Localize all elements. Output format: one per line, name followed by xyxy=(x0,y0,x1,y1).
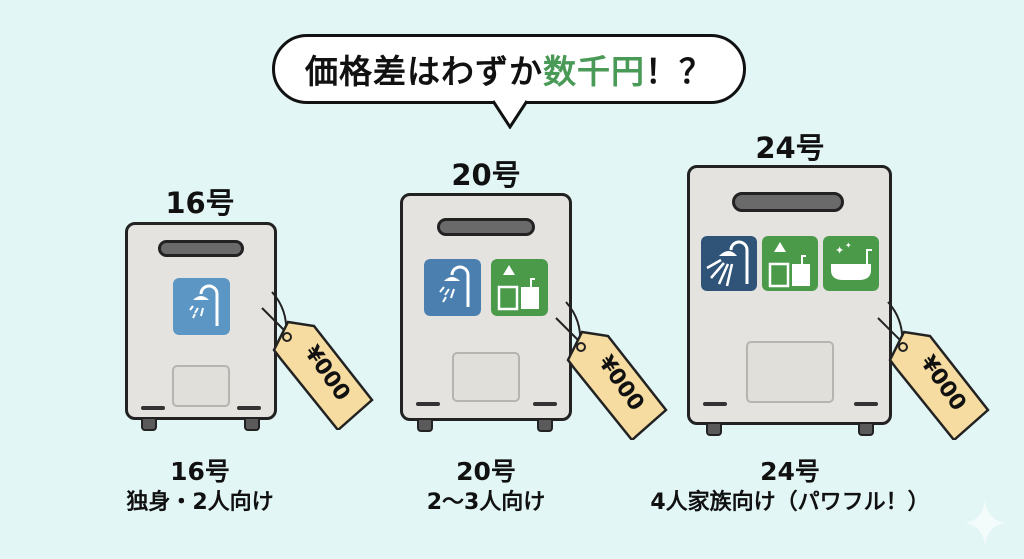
headline-highlight: 数千円 xyxy=(543,52,645,91)
caption-desc-20: 2〜3人向け xyxy=(426,490,546,515)
foot xyxy=(417,420,433,432)
slot xyxy=(854,402,878,406)
bathtub-icon: ✦ ✦ xyxy=(823,236,879,291)
caption-desc-24: 4人家族向け（パワフル！） xyxy=(650,490,930,515)
size-title-24: 24号 xyxy=(755,131,825,165)
svg-text:✦: ✦ xyxy=(835,244,844,257)
slot xyxy=(416,402,440,406)
foot xyxy=(141,419,157,431)
bubble-tail xyxy=(491,99,529,129)
foot xyxy=(706,424,722,436)
slot xyxy=(703,402,727,406)
kitchen-icon xyxy=(491,259,548,316)
foot xyxy=(537,420,553,432)
price-tag-24: ¥000 xyxy=(877,301,990,440)
vent xyxy=(158,240,244,257)
shower-icon xyxy=(173,278,230,335)
foot xyxy=(858,424,874,436)
panel xyxy=(452,352,520,402)
caption-desc-16: 独身・2人向け xyxy=(126,490,274,515)
vent xyxy=(437,218,535,236)
caption-size-16: 16号 xyxy=(170,457,230,486)
slot xyxy=(237,406,261,410)
size-title-16: 16号 xyxy=(165,186,235,220)
shower-icon xyxy=(424,259,481,316)
headline-prefix: 価格差はわずか xyxy=(305,52,543,91)
price-tag-20: ¥000 xyxy=(555,301,668,440)
svg-text:✦: ✦ xyxy=(845,241,852,250)
size-title-20: 20号 xyxy=(451,158,521,192)
panel xyxy=(172,365,230,407)
caption-size-20: 20号 xyxy=(456,457,516,486)
foot xyxy=(244,419,260,431)
headline-bubble: 価格差はわずか数千円！？ xyxy=(272,34,746,104)
sparkle-icon xyxy=(965,500,1005,546)
slot xyxy=(533,402,557,406)
headline-suffix: ！？ xyxy=(645,52,713,91)
kitchen-icon xyxy=(762,236,818,291)
caption-size-24: 24号 xyxy=(760,457,820,486)
panel xyxy=(746,341,834,403)
vent xyxy=(732,192,844,212)
price-tag-16: ¥000 xyxy=(261,291,374,430)
shower-icon xyxy=(701,236,757,291)
slot xyxy=(141,406,165,410)
